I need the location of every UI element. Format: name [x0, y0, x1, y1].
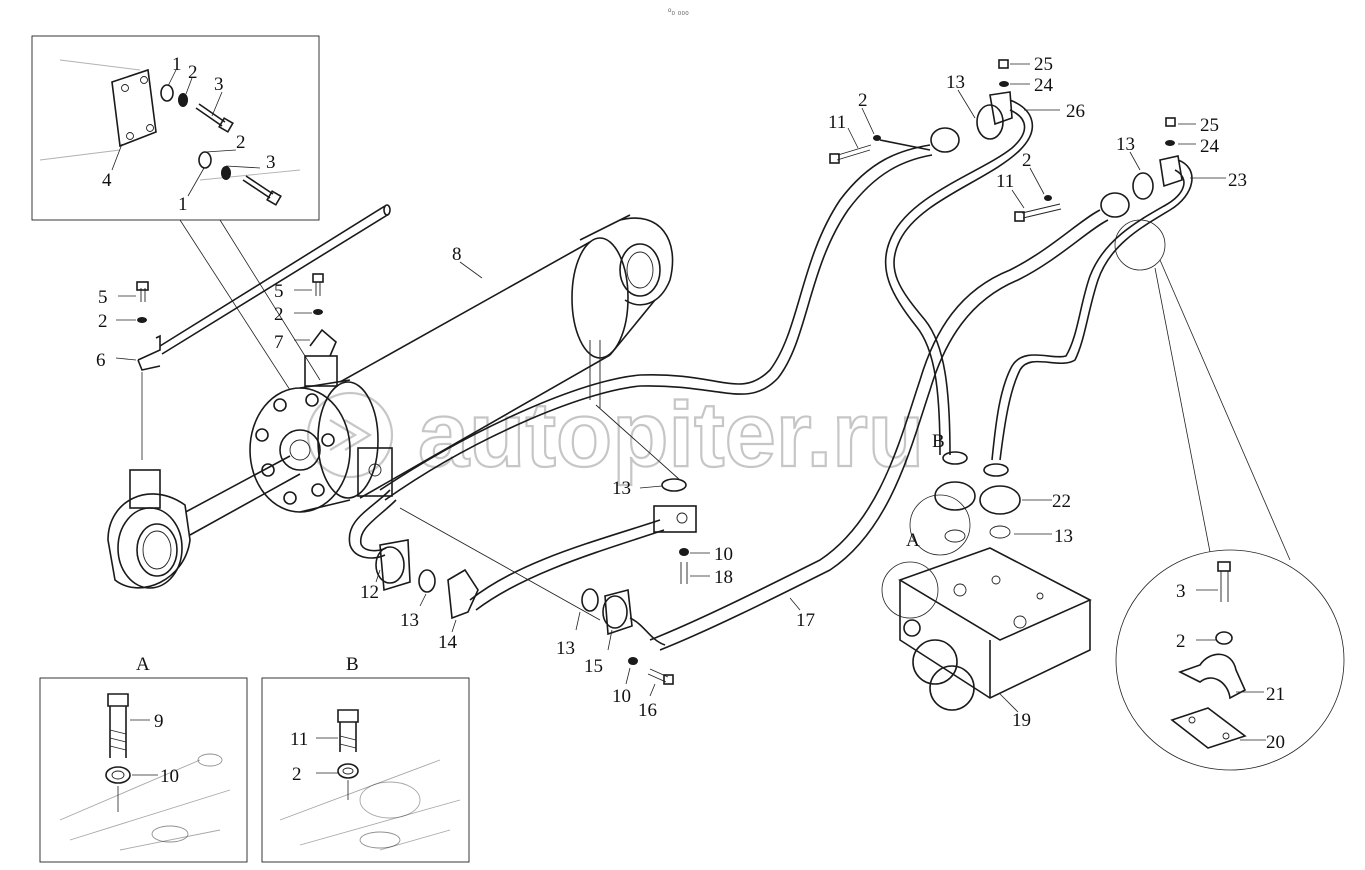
callout-1: 1	[178, 194, 188, 215]
callout-10: 10	[714, 544, 733, 565]
lower-fitting-15: 13 15 10 16	[399, 340, 681, 721]
watermark: autopiter.ru	[306, 383, 925, 487]
callout-2: 2	[98, 311, 108, 332]
callout-18: 18	[714, 567, 733, 588]
callout-12: 12	[360, 582, 379, 603]
callout-3: 3	[1176, 581, 1186, 602]
lock-washer	[221, 166, 231, 180]
callout-17: 17	[796, 610, 815, 631]
mounting-plate	[111, 68, 157, 148]
callout-3: 3	[266, 152, 276, 173]
callout-10: 10	[160, 766, 179, 787]
callout-13: 13	[556, 638, 575, 659]
bolt	[242, 175, 274, 199]
callout-2: 2	[236, 132, 246, 153]
bolt	[195, 103, 226, 127]
callout-2: 2	[1022, 150, 1032, 171]
clip-7	[309, 328, 337, 357]
callout-3: 3	[214, 74, 224, 95]
callout-9: 9	[154, 711, 164, 732]
callout-13: 13	[1054, 526, 1073, 547]
watermark-text: autopiter.ru	[418, 384, 924, 486]
callout-13: 13	[946, 72, 965, 93]
callout-19: 19	[1012, 710, 1031, 731]
callout-2: 2	[274, 304, 284, 325]
detail-view-B: B 11 2	[261, 654, 470, 863]
pipe-26	[884, 99, 1034, 465]
detail-view-A: A 9 10	[39, 654, 248, 863]
callout-13: 13	[1116, 134, 1135, 155]
callout-16: 16	[638, 700, 657, 721]
detail-A-label: A	[136, 654, 150, 675]
callout-21: 21	[1266, 684, 1285, 705]
bolt-5b	[315, 282, 321, 296]
view-label-A: A	[906, 530, 920, 551]
callout-14: 14	[438, 632, 458, 653]
callout-11: 11	[996, 171, 1014, 192]
callout-5: 5	[98, 287, 108, 308]
flat-washer	[160, 84, 174, 102]
callout-1: 1	[172, 54, 182, 75]
callout-11: 11	[828, 112, 846, 133]
callout-24: 24	[1200, 136, 1220, 157]
callout-26: 26	[1066, 101, 1085, 122]
callout-2: 2	[858, 90, 868, 111]
clamp-detail-circle: 3 2 21 20	[1114, 219, 1345, 771]
callout-13: 13	[612, 478, 631, 499]
callout-4: 4	[102, 170, 112, 191]
callout-13: 13	[400, 610, 419, 631]
callout-2: 2	[292, 764, 302, 785]
callout-2: 2	[1176, 631, 1186, 652]
detail-box-bracket: 1 2 3 4 2 3 1	[31, 35, 321, 391]
callout-22: 22	[1052, 491, 1071, 512]
callout-23: 23	[1228, 170, 1247, 191]
callout-10: 10	[612, 686, 631, 707]
bracket-6	[137, 334, 161, 371]
washer-2d	[313, 309, 323, 315]
valve-block: B A 22 13 19	[881, 431, 1092, 731]
header-mark: ᵒ₀ ₀₀₀	[668, 6, 689, 16]
callout-25: 25	[1034, 54, 1053, 75]
pipe-23	[983, 159, 1193, 477]
callout-20: 20	[1266, 732, 1285, 753]
callout-2: 2	[188, 62, 198, 83]
callout-8: 8	[452, 244, 462, 265]
lower-pipe-14: 13 10 18 12 13 14	[348, 478, 733, 653]
tie-rod: 5 2 6	[96, 204, 391, 460]
callout-7: 7	[274, 332, 284, 353]
callout-15: 15	[584, 656, 603, 677]
fitting-top-right: 13 25 24 23 11 2	[996, 115, 1247, 222]
view-label-B: B	[932, 431, 945, 452]
callout-25: 25	[1200, 115, 1219, 136]
fitting-top-left: 11 2 13 25 24 26	[828, 54, 1085, 164]
callout-6: 6	[96, 350, 106, 371]
callout-24: 24	[1034, 75, 1054, 96]
callout-11: 11	[290, 729, 308, 750]
pipe-17: 17	[379, 144, 1109, 651]
detail-B-label: B	[346, 654, 359, 675]
lock-washer	[178, 93, 188, 107]
flat-washer	[198, 151, 212, 169]
callout-5: 5	[274, 281, 284, 302]
washer-2c	[137, 317, 147, 323]
